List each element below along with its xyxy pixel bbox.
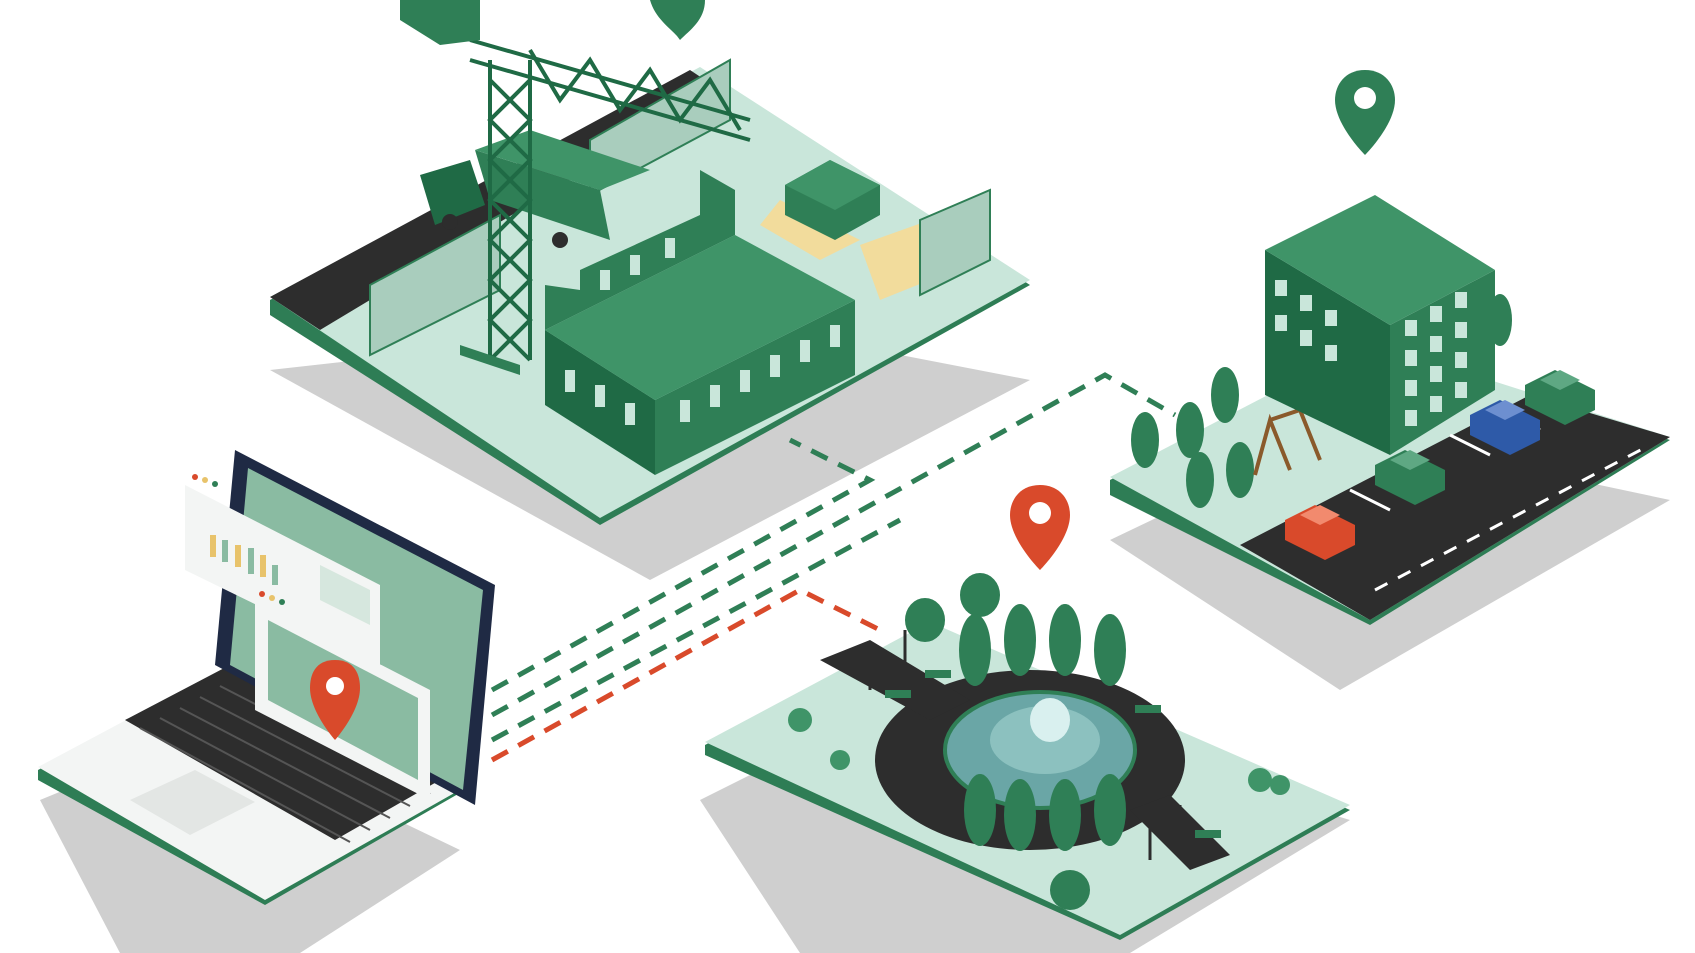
chart-bars — [210, 535, 266, 577]
crane-base — [460, 345, 520, 375]
crane-cab — [400, 0, 480, 45]
dash-line-office-1 — [490, 372, 1177, 718]
park-trees-back — [905, 573, 1126, 686]
laptop — [38, 450, 495, 905]
car-blue — [1470, 400, 1540, 455]
dashboard-window-front — [255, 591, 430, 800]
park-path-left — [820, 640, 970, 720]
crane — [418, 0, 751, 362]
park-pin — [1010, 485, 1070, 570]
dash-line-office-2 — [490, 517, 902, 743]
park-trees-front — [964, 774, 1126, 910]
park-bushes — [788, 708, 1290, 795]
parking-road — [1240, 395, 1670, 620]
sand-pile-2 — [860, 220, 930, 300]
construction-site — [270, 0, 1030, 525]
car-green-1 — [1375, 450, 1445, 505]
truck — [420, 130, 650, 248]
office-pin — [1335, 70, 1395, 155]
connection-lines — [490, 372, 1177, 763]
laptop-trackpad — [130, 770, 255, 835]
dashboard-window-back — [185, 474, 380, 665]
lamp-posts — [868, 630, 1182, 860]
park-bench-group — [885, 670, 1221, 838]
construction-building — [545, 160, 880, 475]
office-building — [1265, 195, 1495, 455]
park-site — [705, 485, 1350, 940]
map-pin-icon — [1335, 70, 1395, 155]
fountain-spray — [1030, 698, 1070, 742]
dash-line-construction — [490, 437, 876, 693]
building-windows — [565, 238, 840, 425]
map-pin-icon — [310, 660, 360, 740]
car-red — [1285, 505, 1355, 560]
car-green-2 — [1525, 370, 1595, 425]
office-site — [1110, 70, 1670, 625]
construction-pin — [650, 0, 705, 40]
laptop-keyboard — [125, 665, 440, 840]
map-pin-icon — [1010, 485, 1070, 570]
office-windows — [1275, 280, 1467, 426]
map-pin-icon — [650, 0, 705, 40]
